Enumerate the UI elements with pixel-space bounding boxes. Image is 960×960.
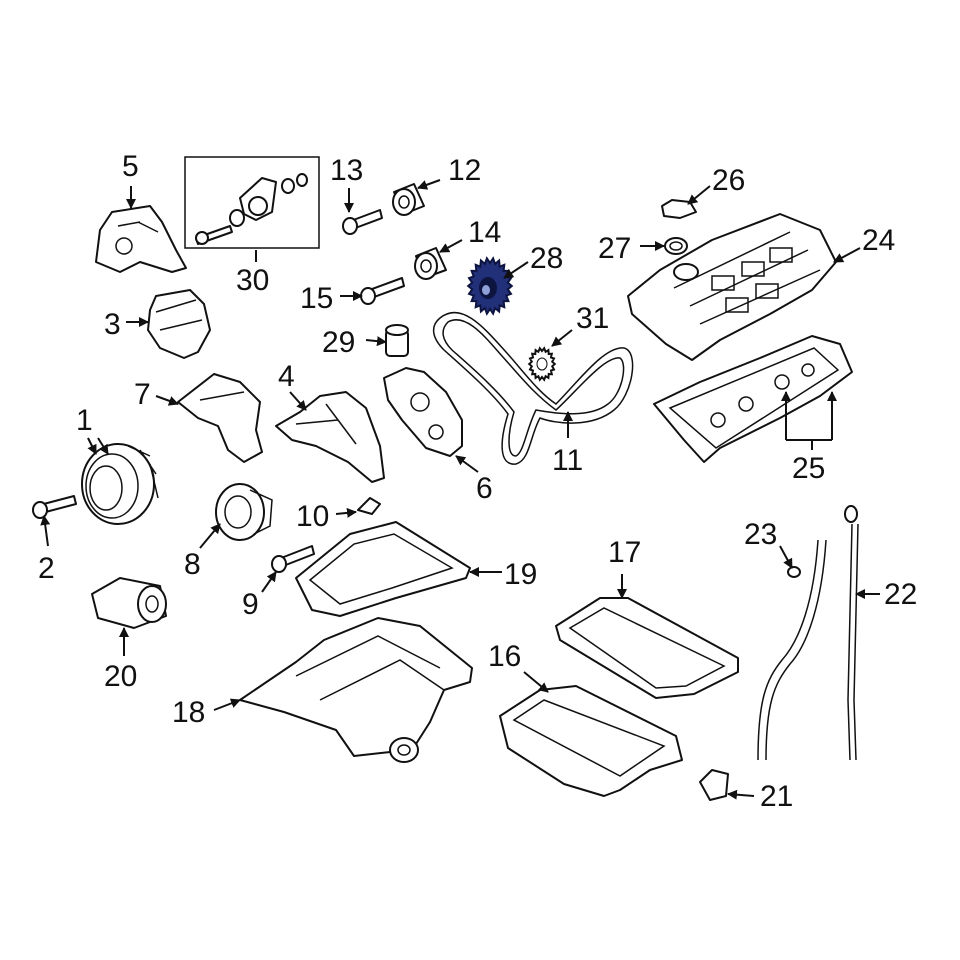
part-5-timing-cover[interactable] (95, 205, 187, 273)
callout-3: 3 (104, 308, 121, 341)
part-25-gasket[interactable] (653, 335, 853, 463)
callout-18: 18 (172, 696, 205, 729)
callout-6: 6 (476, 472, 493, 505)
callout-26: 26 (712, 164, 745, 197)
part-28-cam-sprocket[interactable] (466, 256, 514, 316)
part-6-timing-cover[interactable] (383, 367, 463, 457)
part-16-oil-pan-lower[interactable] (499, 685, 683, 797)
callout-labels: 5 30 3 7 4 6 1 2 8 10 9 13 12 14 15 29 2… (38, 150, 917, 813)
part-7-belt-cover[interactable] (177, 373, 263, 463)
part-14-idler-pulley[interactable] (414, 247, 447, 280)
part-20-oil-filter[interactable] (91, 577, 167, 629)
leader-lines (40, 179, 880, 800)
part-19-oil-pan-gasket[interactable] (295, 521, 471, 617)
callout-15: 15 (300, 282, 333, 315)
callout-14: 14 (468, 216, 501, 249)
callout-13: 13 (330, 154, 363, 187)
callout-5: 5 (122, 150, 139, 183)
part-27-seal[interactable] (664, 237, 688, 255)
part-24-valve-cover[interactable] (627, 213, 837, 361)
part-9-bolt[interactable] (271, 545, 315, 573)
callout-10: 10 (296, 500, 329, 533)
part-10-clip[interactable] (357, 497, 381, 515)
callout-30: 30 (236, 264, 269, 297)
part-17-pan-gasket[interactable] (555, 597, 739, 699)
callout-4: 4 (278, 360, 295, 393)
callout-2: 2 (38, 552, 55, 585)
callout-9: 9 (242, 588, 259, 621)
part-1-crank-pulley[interactable] (81, 443, 159, 525)
part-11-timing-belt[interactable] (432, 311, 634, 465)
part-13-bolt[interactable] (342, 209, 383, 235)
part-15-bolt[interactable] (360, 277, 405, 305)
part-18-oil-pan[interactable] (239, 617, 473, 763)
part-23-dipstick-tube[interactable] (757, 539, 827, 761)
part-30-tensioner-kit[interactable] (184, 156, 320, 249)
callout-27: 27 (598, 232, 631, 265)
callout-23: 23 (744, 518, 777, 551)
callout-19: 19 (504, 558, 537, 591)
callout-29: 29 (322, 326, 355, 359)
callout-21: 21 (760, 780, 793, 813)
callout-1: 1 (76, 404, 93, 437)
callout-16: 16 (488, 640, 521, 673)
part-2-bolt[interactable] (32, 495, 77, 519)
part-31-sprocket[interactable] (527, 346, 557, 382)
callout-24: 24 (862, 224, 895, 257)
part-21-sensor[interactable] (699, 769, 729, 801)
callout-28: 28 (530, 242, 563, 275)
callout-7: 7 (134, 378, 151, 411)
callout-12: 12 (448, 154, 481, 187)
callout-22: 22 (884, 578, 917, 611)
callout-25: 25 (792, 452, 825, 485)
part-22-dipstick[interactable] (844, 505, 859, 761)
part-3-cover[interactable] (147, 289, 211, 359)
callout-17: 17 (608, 536, 641, 569)
part-8-seal-flange[interactable] (215, 483, 273, 541)
callout-20: 20 (104, 660, 137, 693)
part-12-idler-pulley[interactable] (392, 183, 425, 216)
part-29-tensioner[interactable] (385, 324, 409, 357)
callout-8: 8 (184, 548, 201, 581)
part-4-timing-cover[interactable] (275, 391, 385, 483)
callout-11: 11 (552, 444, 583, 477)
callout-31: 31 (576, 302, 609, 335)
